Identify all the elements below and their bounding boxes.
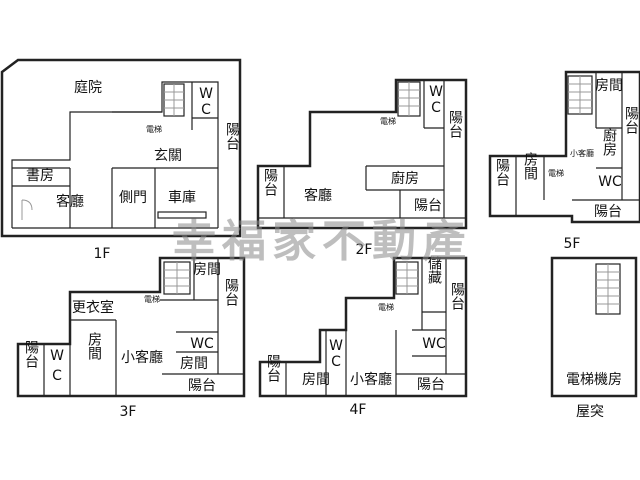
wc-w-4f: W <box>329 338 343 354</box>
room-balcony-bottom-3f: 陽台 <box>188 378 216 394</box>
elevator-label-2f: 電梯 <box>380 116 396 126</box>
room-bedroom-4f: 房間 <box>302 372 330 388</box>
room-bedroom-top-5f: 房間 <box>595 78 623 94</box>
wc-w-2f: W <box>429 84 443 100</box>
wc-5f: WC <box>598 174 622 190</box>
floor-label-5f: 5F <box>564 236 581 252</box>
elevator-label-5f: 電梯 <box>548 168 564 178</box>
floor-label-2f: 2F <box>356 242 373 258</box>
room-closet-3f: 更衣室 <box>72 299 114 316</box>
room-kitchen-5f: 廚房 <box>601 127 617 156</box>
floor-label-1f: 1F <box>94 246 111 262</box>
wc-c-2f: C <box>431 100 441 116</box>
room-garage-1f: 車庫 <box>168 189 196 206</box>
room-small-living-5f: 小客廳 <box>570 148 594 158</box>
room-bedroom-left-5f: 房間 <box>522 152 538 181</box>
floor-plan-5f: 房間 陽台 小客廳 廚房 電梯 WC 陽台 房間 陽台 5F <box>488 70 640 252</box>
room-balcony-left-2f: 陽台 <box>262 168 278 196</box>
wc-c-3f: C <box>52 368 62 384</box>
wc-3f: WC <box>190 336 214 352</box>
room-living-1f: 客廳 <box>56 193 84 210</box>
wc-4f: WC <box>422 336 446 352</box>
room-balcony-bottom-4f: 陽台 <box>417 377 445 393</box>
room-balcony-bottom-2f: 陽台 <box>414 198 442 214</box>
floor-label-4f: 4F <box>350 402 367 418</box>
room-study-1f: 書房 <box>26 168 54 184</box>
room-balcony-right-4f: 陽台 <box>449 282 465 310</box>
watermark-text: 幸福家不動產 <box>172 216 472 267</box>
floor-plan-2f: W C 電梯 陽台 陽台 客廳 廚房 陽台 2F <box>256 78 468 258</box>
elevator-label-4f: 電梯 <box>378 302 394 312</box>
room-kitchen-2f: 廚房 <box>391 170 419 187</box>
wc-w-1f: W <box>199 86 213 102</box>
room-foyer-1f: 玄關 <box>154 147 182 164</box>
room-elevator-machine-room: 電梯機房 <box>566 372 622 388</box>
floor-plan-4f: 儲藏 電梯 陽台 W C 陽台 房間 小客廳 WC 陽台 4F <box>258 256 468 418</box>
floor-plan-1f: 庭院 W C 電梯 陽台 玄關 書房 客廳 側門 車庫 1F <box>0 58 242 262</box>
room-living-2f: 客廳 <box>304 187 332 204</box>
room-balcony-left-3f: 陽台 <box>23 340 39 368</box>
room-courtyard-1f: 庭院 <box>74 79 102 96</box>
wc-c-1f: C <box>201 102 211 118</box>
room-balcony-1f: 陽台 <box>224 122 240 150</box>
wc-w-3f: W <box>50 348 64 364</box>
room-small-living-3f: 小客廳 <box>121 349 163 366</box>
elevator-label-3f: 電梯 <box>144 294 160 304</box>
floor-label-3f: 3F <box>120 404 137 420</box>
room-balcony-right-5f: 陽台 <box>623 106 639 134</box>
floor-label-roof: 屋突 <box>576 404 604 420</box>
room-bedroom-top-3f: 房間 <box>193 262 221 278</box>
room-balcony-right-3f: 陽台 <box>223 278 239 306</box>
room-balcony-right-2f: 陽台 <box>447 110 463 138</box>
room-balcony-left-5f: 陽台 <box>494 158 510 186</box>
room-bedroom-small-3f: 房間 <box>180 356 208 372</box>
room-balcony-bottom-5f: 陽台 <box>594 204 622 220</box>
floor-plan-3f: 房間 電梯 陽台 更衣室 房間 小客廳 WC 房間 陽台 W C 陽台 3F <box>16 256 246 420</box>
elevator-label-1f: 電梯 <box>146 124 162 134</box>
room-storage-4f: 儲藏 <box>426 256 442 284</box>
room-small-living-4f: 小客廳 <box>350 371 392 388</box>
room-side-door-1f: 側門 <box>119 190 147 206</box>
wc-c-4f: C <box>331 354 341 370</box>
floor-plan-roof: 電梯機房 屋突 <box>550 256 638 420</box>
room-balcony-left-4f: 陽台 <box>265 354 281 382</box>
room-bedroom-left-3f: 房間 <box>86 332 102 361</box>
